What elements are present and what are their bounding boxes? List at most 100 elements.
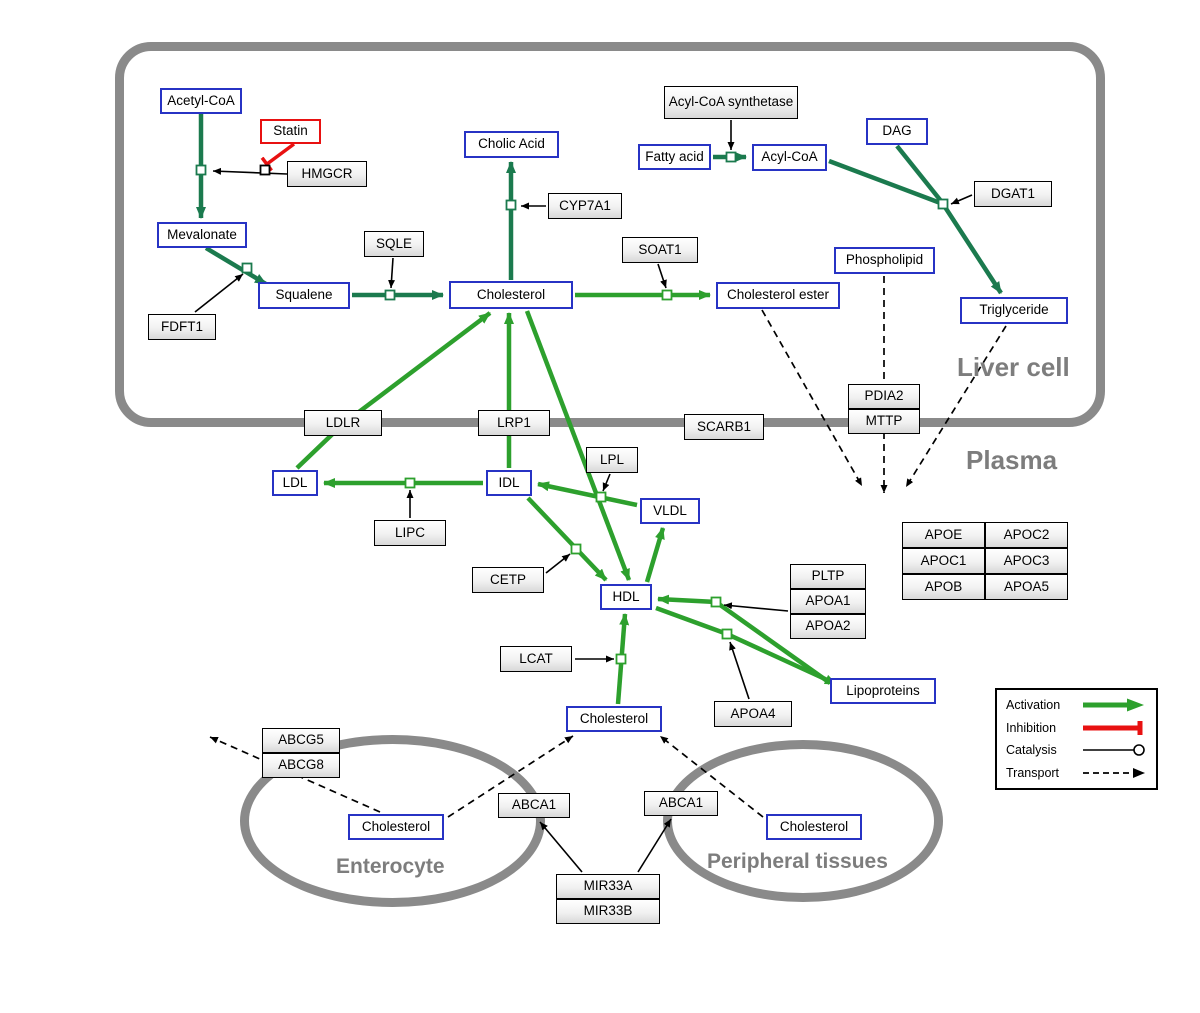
- node-apoa5[interactable]: APOA5: [985, 574, 1068, 600]
- node-pltp[interactable]: PLTP: [790, 564, 866, 589]
- reaction-anchor: [505, 199, 517, 211]
- node-mttp[interactable]: MTTP: [848, 409, 920, 434]
- node-idl[interactable]: IDL: [486, 470, 532, 496]
- node-cholesterol-ester[interactable]: Cholesterol ester: [716, 282, 840, 309]
- node-squalene[interactable]: Squalene: [258, 282, 350, 309]
- liver-cell-compartment: [115, 42, 1105, 427]
- edge-ldl-to-liver-cholesterol: [295, 311, 492, 470]
- legend-activation-label: Activation: [1006, 698, 1061, 712]
- node-soat1[interactable]: SOAT1: [622, 237, 698, 263]
- node-apoc2[interactable]: APOC2: [985, 522, 1068, 548]
- edge-lpl-catalysis: [602, 473, 611, 492]
- node-fatty-acid[interactable]: Fatty acid: [638, 144, 711, 170]
- edge-dgat1-catalysis: [950, 194, 973, 205]
- legend-row-activation: Activation: [1006, 697, 1147, 713]
- node-apoc3[interactable]: APOC3: [985, 548, 1068, 574]
- reaction-anchor: [241, 262, 253, 274]
- node-abcg8[interactable]: ABCG8: [262, 753, 340, 778]
- edge-mir33-to-abca1-left: [539, 821, 583, 873]
- edge-enterocyte-cholesterol-efflux-abcg: [209, 736, 381, 813]
- legend-transport-label: Transport: [1006, 765, 1060, 780]
- node-abca1-right[interactable]: ABCA1: [644, 791, 718, 816]
- node-mir33a[interactable]: MIR33A: [556, 874, 660, 899]
- enterocyte-compartment: [240, 735, 545, 907]
- node-ldlr[interactable]: LDLR: [304, 410, 382, 436]
- node-apoa4[interactable]: APOA4: [714, 701, 792, 727]
- node-acyl-coa[interactable]: Acyl-CoA: [752, 144, 827, 171]
- legend: Activation Inhibition Catalysis Transpor…: [995, 688, 1158, 790]
- node-hdl[interactable]: HDL: [600, 584, 652, 610]
- node-fdft1[interactable]: FDFT1: [148, 314, 216, 340]
- node-scarb1[interactable]: SCARB1: [684, 414, 764, 440]
- reaction-anchor: [661, 289, 673, 301]
- edge-soat1-catalysis: [657, 263, 667, 289]
- node-apoa2[interactable]: APOA2: [790, 614, 866, 639]
- node-cyp7a1[interactable]: CYP7A1: [548, 193, 622, 219]
- node-dag[interactable]: DAG: [866, 118, 928, 145]
- edge-hdl-to-vldl: [644, 527, 666, 583]
- node-statin[interactable]: Statin: [260, 119, 321, 144]
- node-cholic-acid[interactable]: Cholic Acid: [464, 131, 559, 158]
- node-mir33b[interactable]: MIR33B: [556, 899, 660, 924]
- edge-liver-cholesterol-to-hdl: [524, 310, 632, 581]
- edge-triglyceride-secretion: [905, 325, 1007, 488]
- edge-hmgcr-catalysis: [212, 167, 288, 175]
- edge-statin-inhibits-hmgcr: [260, 142, 296, 172]
- node-cholesterol-enterocyte[interactable]: Cholesterol: [348, 814, 444, 840]
- legend-catalysis-label: Catalysis: [1006, 743, 1057, 758]
- node-hmgcr[interactable]: HMGCR: [287, 161, 367, 187]
- node-phospholipid[interactable]: Phospholipid: [834, 247, 935, 274]
- node-mevalonate[interactable]: Mevalonate: [157, 222, 247, 248]
- node-abca1-left[interactable]: ABCA1: [498, 793, 570, 818]
- edge-dag-to-dgat1-node: [895, 144, 943, 203]
- node-triglyceride[interactable]: Triglyceride: [960, 297, 1068, 324]
- node-lipoproteins[interactable]: Lipoproteins: [830, 678, 936, 704]
- reaction-anchor: [195, 164, 207, 176]
- edge-cholesterol-ester-secretion: [761, 309, 863, 487]
- reaction-anchor: [615, 653, 627, 665]
- node-lipc[interactable]: LIPC: [374, 520, 446, 546]
- edge-mir33-to-abca1-right: [637, 818, 672, 873]
- node-acyl-coa-synthetase[interactable]: Acyl-CoA synthetase: [664, 86, 798, 119]
- node-apoe[interactable]: APOE: [902, 522, 985, 548]
- node-apob[interactable]: APOB: [902, 574, 985, 600]
- legend-row-catalysis: Catalysis: [1006, 742, 1147, 758]
- node-vldl[interactable]: VLDL: [640, 498, 700, 524]
- node-cholesterol-peripheral[interactable]: Cholesterol: [766, 814, 862, 840]
- node-lcat[interactable]: LCAT: [500, 646, 572, 672]
- node-ldl[interactable]: LDL: [272, 470, 318, 496]
- node-apoa1[interactable]: APOA1: [790, 589, 866, 614]
- node-cholesterol-liver[interactable]: Cholesterol: [449, 281, 573, 309]
- legend-row-transport: Transport: [1006, 765, 1147, 781]
- enterocyte-label: Enterocyte: [336, 855, 445, 878]
- edge-mevalonate-to-squalene: [204, 246, 268, 286]
- node-dgat1[interactable]: DGAT1: [974, 181, 1052, 207]
- node-pdia2[interactable]: PDIA2: [848, 384, 920, 409]
- reaction-anchor: [721, 628, 733, 640]
- node-cholesterol-plasma[interactable]: Cholesterol: [566, 706, 662, 732]
- edge-fdft1-catalysis: [194, 273, 244, 313]
- node-cetp[interactable]: CETP: [472, 567, 544, 593]
- reaction-anchor: [570, 543, 582, 555]
- inhibition-tbar-icon: [1083, 720, 1143, 735]
- edge-idl-to-hdl-cetp: [526, 496, 608, 582]
- node-abcg5[interactable]: ABCG5: [262, 728, 340, 753]
- edge-cetp-catalysis: [545, 553, 571, 574]
- peripheral-tissues-label: Peripheral tissues: [707, 850, 888, 873]
- node-sqle[interactable]: SQLE: [364, 231, 424, 257]
- reaction-anchor: [384, 289, 396, 301]
- node-acetyl-coa[interactable]: Acetyl-CoA: [160, 88, 242, 114]
- catalysis-circle-icon: [1083, 744, 1145, 757]
- edge-apoa-stack-catalysis: [723, 602, 789, 612]
- reaction-anchor: [937, 198, 949, 210]
- edge-sqle-catalysis: [388, 257, 396, 289]
- reaction-anchor: [595, 491, 607, 503]
- node-lrp1[interactable]: LRP1: [478, 410, 550, 436]
- activation-arrow-icon: [1083, 698, 1144, 712]
- reaction-anchor: [404, 477, 416, 489]
- node-lpl[interactable]: LPL: [586, 447, 638, 473]
- node-apoc1[interactable]: APOC1: [902, 548, 985, 574]
